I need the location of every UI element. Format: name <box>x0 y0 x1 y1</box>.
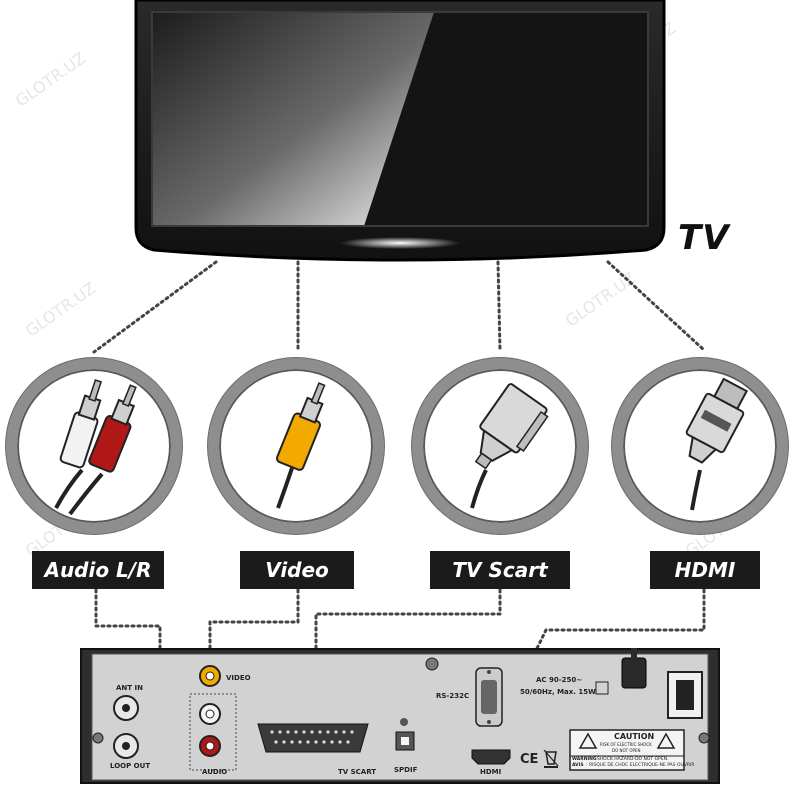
scart-label: TV Scart <box>430 551 570 589</box>
power-spec-line2: 50/60Hz, Max. 15W <box>520 688 596 696</box>
caution-line1: RISK OF ELECTRIC SHOCK <box>600 742 652 747</box>
loop-out-label: LOOP OUT <box>110 762 151 770</box>
audio-label: Audio L/R <box>32 551 164 589</box>
hdmi-plug-icon <box>685 377 749 511</box>
power-spec-line1: AC 90-250~ <box>536 676 583 684</box>
caution-title: CAUTION <box>614 732 655 741</box>
hdmi-label: HDMI <box>650 551 760 589</box>
rca-audio-plug-icon <box>54 379 137 516</box>
receiver-rear-panel: ANT IN LOOP OUT VIDEO AUDIO TV SCART SPD… <box>80 648 720 784</box>
avis-label: AVIS <box>572 763 584 768</box>
tv-screen <box>134 0 666 262</box>
video-label: Video <box>240 551 354 589</box>
spdif-port-label: SPDIF <box>394 766 418 774</box>
rs232c-port-label: RS-232C <box>436 692 470 700</box>
ant-in-label: ANT IN <box>116 684 143 692</box>
tv-label: TV <box>678 218 730 258</box>
rca-video-plug-icon <box>275 382 326 509</box>
ce-mark: CE <box>520 752 539 767</box>
receiver-body <box>80 648 720 784</box>
tv-scart-port-label: TV SCART <box>338 768 377 776</box>
hdmi-port-label: HDMI <box>480 768 502 776</box>
audio-port-label: AUDIO <box>202 768 228 776</box>
scart-plug-icon <box>470 383 549 509</box>
video-port-label: VIDEO <box>226 674 251 682</box>
avis-text: : RISQUE DE CHOC ELECTRIQUE-NE PAS OUVRI… <box>586 763 695 768</box>
warning-text: : SHOCK HAZARD-DO NOT OPEN. <box>594 757 669 762</box>
caution-line2: DO NOT OPEN <box>612 748 641 753</box>
warning-label: WARNING <box>572 757 597 762</box>
